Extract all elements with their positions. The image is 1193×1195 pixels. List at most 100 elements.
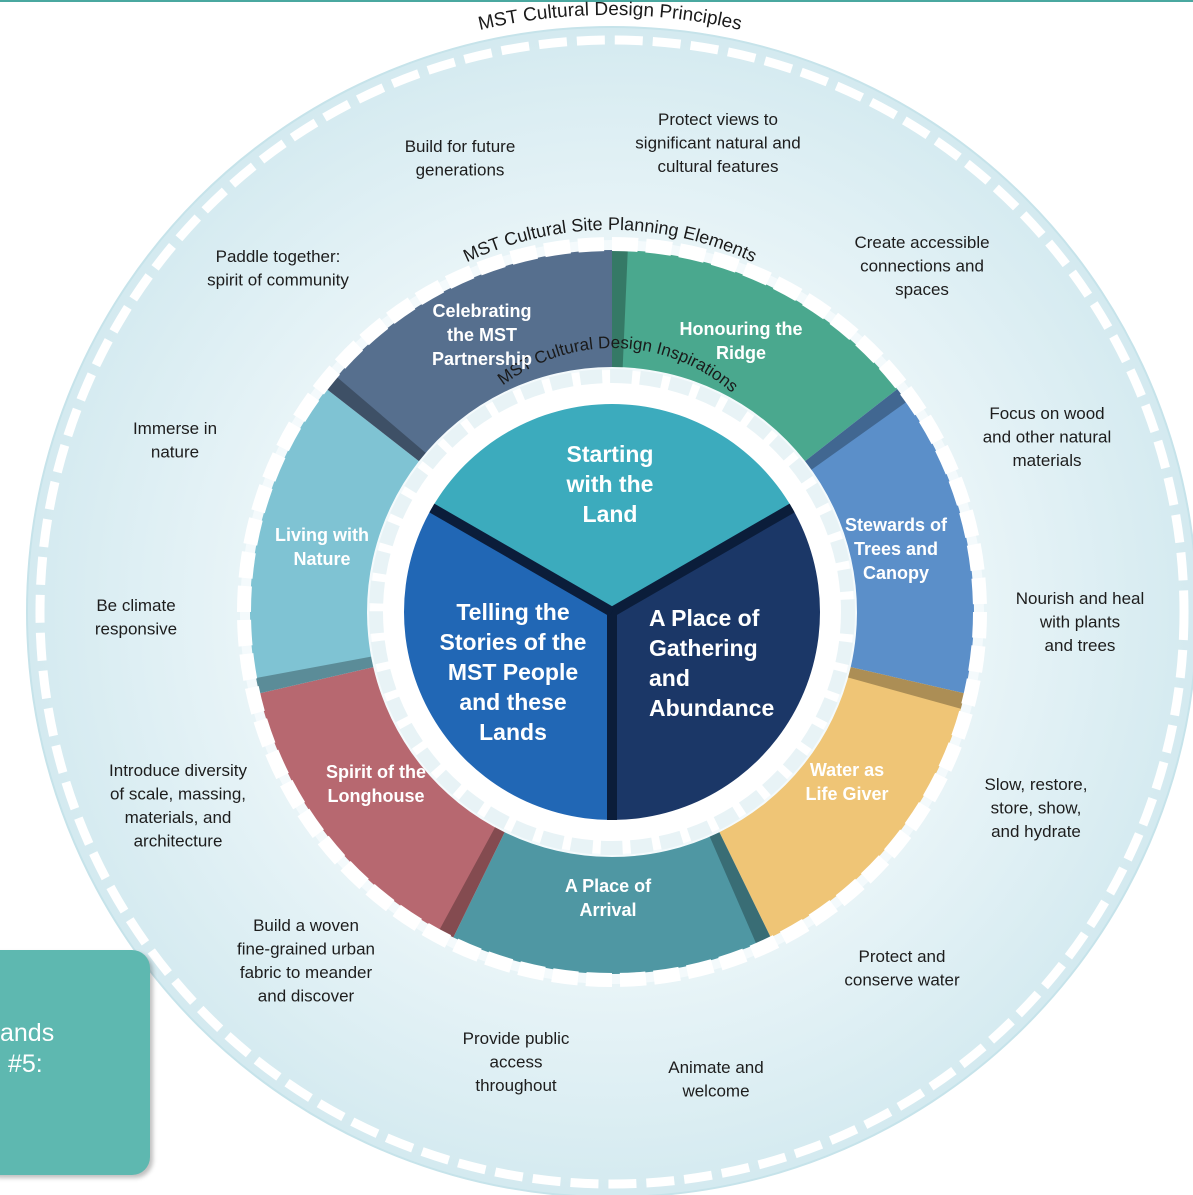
corner-card-text: ands #5:: [0, 1018, 54, 1080]
inspiration-label-line: Gathering: [649, 635, 758, 661]
principle-label-line: Protect and: [859, 947, 946, 966]
inspiration-label-line: MST People: [448, 659, 578, 685]
principle-label-line: Focus on wood: [989, 404, 1104, 423]
inspiration-label-line: Stories of the: [440, 629, 587, 655]
principle-label-line: materials, and: [125, 808, 232, 827]
site-planning-label-line: Water as: [810, 760, 884, 780]
site-planning-label-line: Life Giver: [805, 784, 888, 804]
principle-label-line: and hydrate: [991, 822, 1081, 841]
principle-label-line: Paddle together:: [216, 247, 341, 266]
sector-fringe: [612, 250, 628, 368]
inspiration-label-line: Abundance: [649, 695, 774, 721]
site-planning-sector: [612, 250, 898, 462]
site-planning-sector: [805, 389, 975, 694]
inspiration-divider: [429, 503, 615, 617]
principle-label-line: significant natural and: [635, 134, 800, 153]
principle-label: Immerse in nature: [133, 419, 217, 462]
inspiration-label-line: and: [649, 665, 690, 691]
principle-label-line: and other natural: [983, 428, 1112, 447]
site-planning-sector: [453, 832, 771, 975]
principle-label-line: conserve water: [844, 971, 960, 990]
outer-rope: [35, 35, 1189, 1189]
principle-label-line: Provide public: [463, 1029, 570, 1048]
inspiration-label-line: with the: [566, 471, 654, 497]
principle-label-line: Introduce diversity: [109, 761, 247, 780]
inspiration-label-line: Land: [583, 501, 638, 527]
site-planning-sectors: [250, 250, 975, 975]
site-planning-label-line: the MST: [447, 325, 517, 345]
principle-labels: Build for future generations Protect views…: [95, 110, 1144, 1101]
principle-label-line: spirit of community: [207, 271, 349, 290]
site-planning-label-line: Living with: [275, 525, 369, 545]
principle-label-line: Nourish and heal: [1016, 589, 1145, 608]
principle-label-line: and trees: [1045, 636, 1116, 655]
inspiration-label-line: A Place of: [649, 605, 760, 631]
principle-label-line: Immerse in: [133, 419, 217, 438]
principle-label-line: of scale, massing,: [110, 785, 246, 804]
inspiration-label-line: Starting: [567, 441, 654, 467]
principle-label: Paddle together: spirit of community: [207, 247, 349, 290]
principle-label-line: architecture: [134, 832, 223, 851]
site-planning-label-line: Trees and: [854, 539, 938, 559]
principle-label-line: responsive: [95, 620, 177, 639]
principle-label: Protect views to significant natural and c…: [635, 110, 800, 176]
principle-label-line: nature: [151, 443, 199, 462]
principle-label: Introduce diversity of scale, massing, mat…: [109, 761, 247, 851]
principle-label-line: spaces: [895, 280, 949, 299]
site-planning-sector: [259, 667, 505, 938]
corner-card: [0, 950, 150, 1175]
site-planning-label-line: Partnership: [432, 349, 532, 369]
principle-label-line: Slow, restore,: [985, 775, 1088, 794]
sector-fringe: [326, 376, 426, 462]
site-planning-sector: [326, 250, 612, 462]
inspiration-label-line: Telling the: [456, 599, 569, 625]
inner-rope: [369, 369, 855, 855]
principle-label-line: Build for future: [405, 137, 516, 156]
sector-fringe: [848, 667, 965, 709]
principle-label-line: fine-grained urban: [237, 940, 375, 959]
principle-label-line: and discover: [258, 987, 355, 1006]
site-planning-label-line: Arrival: [579, 900, 636, 920]
principle-label-line: with plants: [1039, 613, 1120, 632]
site-planning-label: Celebrating the MST Partnership: [432, 301, 532, 369]
principle-label-line: generations: [416, 161, 505, 180]
top-rule: [0, 0, 1193, 2]
principle-label-line: Build a woven: [253, 916, 359, 935]
site-planning-label-line: Honouring the: [680, 319, 803, 339]
site-planning-label-line: Celebrating: [432, 301, 531, 321]
inspiration-divider: [609, 503, 795, 617]
site-planning-label-line: Longhouse: [328, 786, 425, 806]
middle-rope: [237, 237, 987, 987]
principle-label-line: materials: [1013, 451, 1082, 470]
sector-fringe: [709, 832, 771, 944]
principle-label: Focus on wood and other natural materials: [983, 404, 1112, 470]
inspiration-sectors: [404, 404, 821, 820]
sector-fringe: [439, 827, 505, 938]
sector-fringe: [256, 656, 374, 694]
principle-label-line: Be climate: [96, 596, 175, 615]
corner-card-line-2: #5:: [8, 1050, 43, 1078]
site-planning-sector: [250, 389, 419, 694]
principle-label: Slow, restore, store, show, and hydrate: [985, 775, 1088, 841]
site-planning-label-line: Canopy: [863, 563, 929, 583]
principle-label-line: store, show,: [991, 799, 1082, 818]
principle-label-line: Protect views to: [658, 110, 778, 129]
principle-label: Build for future generations: [405, 137, 516, 180]
site-planning-sector: [719, 667, 965, 938]
principle-label-line: cultural features: [658, 157, 779, 176]
principle-label-line: throughout: [475, 1076, 557, 1095]
site-planning-label: Water as Life Giver: [805, 760, 888, 804]
